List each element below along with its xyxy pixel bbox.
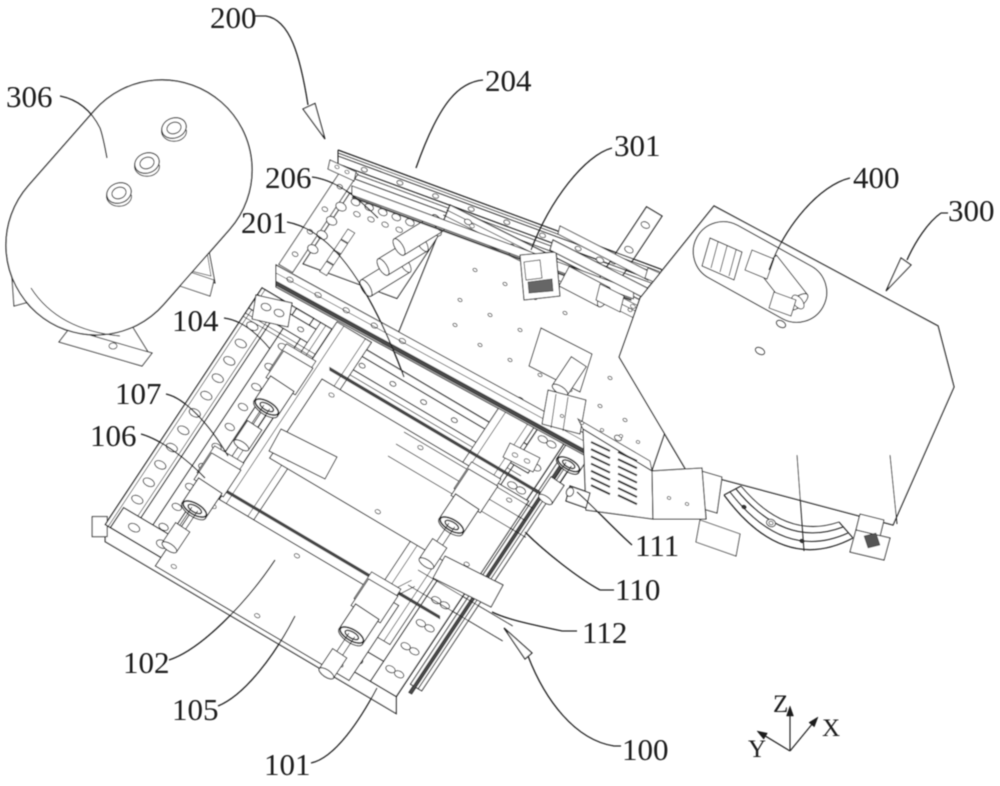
svg-text:112: 112 [582,615,627,650]
svg-text:107: 107 [115,376,162,411]
svg-text:Z: Z [773,691,788,718]
svg-text:110: 110 [615,572,660,607]
svg-text:102: 102 [123,645,170,680]
svg-text:101: 101 [264,747,311,781]
svg-text:104: 104 [172,303,219,338]
svg-text:301: 301 [614,128,661,163]
svg-text:X: X [822,715,840,742]
svg-text:Y: Y [748,736,766,763]
svg-text:306: 306 [6,79,53,114]
svg-text:206: 206 [265,160,312,195]
svg-text:105: 105 [172,692,219,727]
svg-text:204: 204 [485,63,532,98]
svg-text:400: 400 [853,160,900,195]
svg-text:111: 111 [635,528,679,563]
svg-text:100: 100 [622,732,669,767]
svg-text:201: 201 [241,205,288,240]
svg-text:106: 106 [90,418,137,453]
svg-text:200: 200 [210,0,257,35]
svg-text:300: 300 [948,193,995,228]
